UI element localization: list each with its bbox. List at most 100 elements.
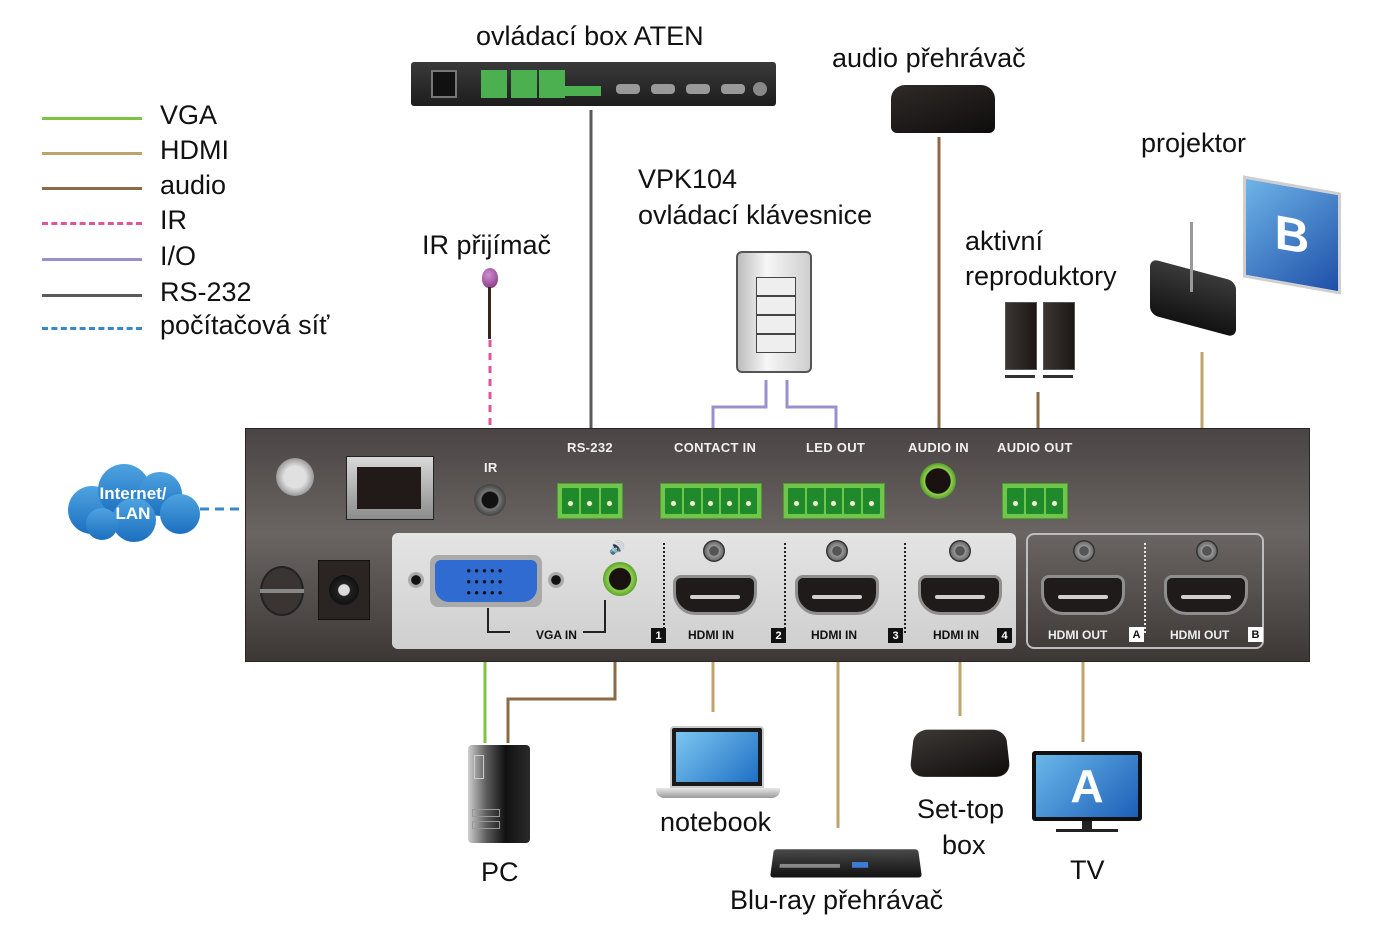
pc-label: PC [481,857,519,887]
hdmi-in-3-led [949,540,971,562]
rs232-terminal[interactable] [557,483,623,519]
hdmi-in-1-port[interactable] [673,575,757,615]
power-jack[interactable] [318,560,370,620]
projector-label: projektor [1141,128,1247,158]
ir-cable-icon [488,287,491,339]
tv-stand-icon [1082,821,1092,829]
keypad-name-label: ovládací klávesnice [638,200,873,230]
vga-in-bracket [487,600,606,633]
projector-mount-icon [1190,222,1193,292]
wire-io-led-out [785,380,838,428]
legend-label: VGA [160,100,218,130]
hdmi-out-a-port[interactable] [1041,575,1125,615]
pc-tower-icon [468,745,530,843]
hdmi-in-3-port[interactable] [918,575,1002,615]
hdmi-out-b-label: HDMI OUT [1170,628,1230,642]
terminal-icon [481,70,507,98]
keypad-model-label: VPK104 [638,164,738,194]
ground-icon [753,82,767,96]
ir-port-label: IR [484,460,498,475]
settop-label-line2: box [942,830,986,860]
speaker-icon: 🔊 [609,540,626,555]
legend-label: audio [160,170,227,200]
tv-icon: A [1032,751,1142,821]
hdmi-in-1-label: HDMI IN [688,628,734,642]
separator [663,543,665,633]
legend-swatch [42,152,142,155]
separator [1144,543,1146,633]
power-jack-socket [329,575,359,605]
hdmi-out-a-led [1073,540,1095,562]
hdmi-in-4-badge: 4 [997,628,1012,643]
speakers-label-line2: reproduktory [965,261,1117,291]
settop-label-line1: Set-top [917,794,1005,824]
hdmi-out-b-port[interactable] [1164,575,1248,615]
legend-label: I/O [160,241,197,271]
hdmi-out-a-label: HDMI OUT [1048,628,1108,642]
keypad-button [756,296,796,315]
hdmi-in-2-badge: 2 [771,628,786,643]
audio-out-label: AUDIO OUT [997,440,1073,455]
keypad-button [756,315,796,334]
grounding-screw-icon [276,458,314,496]
terminal-icon [511,70,537,98]
hdmi-in-2-label: HDMI IN [811,628,857,642]
tv-stand-base-icon [1056,829,1118,832]
control-box-label: ovládací box ATEN [476,21,704,51]
speaker-stand-icon [1043,375,1073,378]
lan-port-socket [357,467,421,509]
terminal-icon [551,86,601,96]
audio-in-jack[interactable] [920,463,956,499]
wire-io-contact-in [711,380,768,428]
vga-audio-in-jack[interactable] [603,562,637,596]
vga-connector: ●●●●● ●●●●● ●●●●● [435,560,537,602]
keypad-icon [736,251,812,373]
legend-swatch [42,258,142,261]
vga-in-port[interactable]: ●●●●● ●●●●● ●●●●● [430,555,542,607]
hdmi-in-2-led [826,540,848,562]
audio-out-terminal[interactable] [1002,483,1068,519]
serial-port-icon [686,84,710,94]
legend-label: HDMI [160,135,229,165]
audio-player-label: audio přehrávač [832,43,1026,73]
speakers-label-line1: aktivní [965,226,1044,256]
legend-label: RS-232 [160,277,252,307]
legend-swatch [42,294,142,297]
ir-receiver-icon [482,268,498,288]
serial-port-icon [721,84,745,94]
legend-swatch [42,187,142,190]
hdmi-in-1-led [703,540,725,562]
contact-in-terminal[interactable] [660,483,762,519]
control-box-icon [411,62,776,106]
output-panel [1026,533,1264,649]
keypad-button [756,277,796,296]
bluray-player-icon [770,849,922,878]
notebook-icon [670,726,764,788]
hdmi-out-b-badge: B [1248,627,1263,642]
screen-letter-b: B [1274,205,1310,265]
lan-port[interactable] [346,456,434,520]
vga-screw-icon [548,572,564,588]
rs232-port-label: RS-232 [567,440,613,455]
hdmi-in-2-port[interactable] [795,575,879,615]
bluray-label: Blu-ray přehrávač [730,885,944,915]
hdmi-in-1-badge: 1 [651,628,666,643]
legend-swatch [42,117,142,120]
separator [784,543,786,633]
projector-screen-icon: B [1243,175,1341,295]
led-out-terminal[interactable] [783,483,885,519]
notebook-label: notebook [660,807,772,837]
internet-cloud-icon: Internet/ LAN [62,462,204,542]
tv-screen-letter: A [1070,760,1104,812]
ir-port[interactable] [474,484,506,516]
network-label-line2: LAN [115,504,151,523]
keypad-button [756,334,796,353]
audio-player-icon [891,85,995,133]
serial-port-icon [616,84,640,94]
audio-in-label: AUDIO IN [908,440,969,455]
contact-in-label: CONTACT IN [674,440,757,455]
power-socket-icon [431,70,457,98]
legend-swatch [42,222,142,225]
led-out-label: LED OUT [806,440,866,455]
hdmi-out-b-led [1196,540,1218,562]
